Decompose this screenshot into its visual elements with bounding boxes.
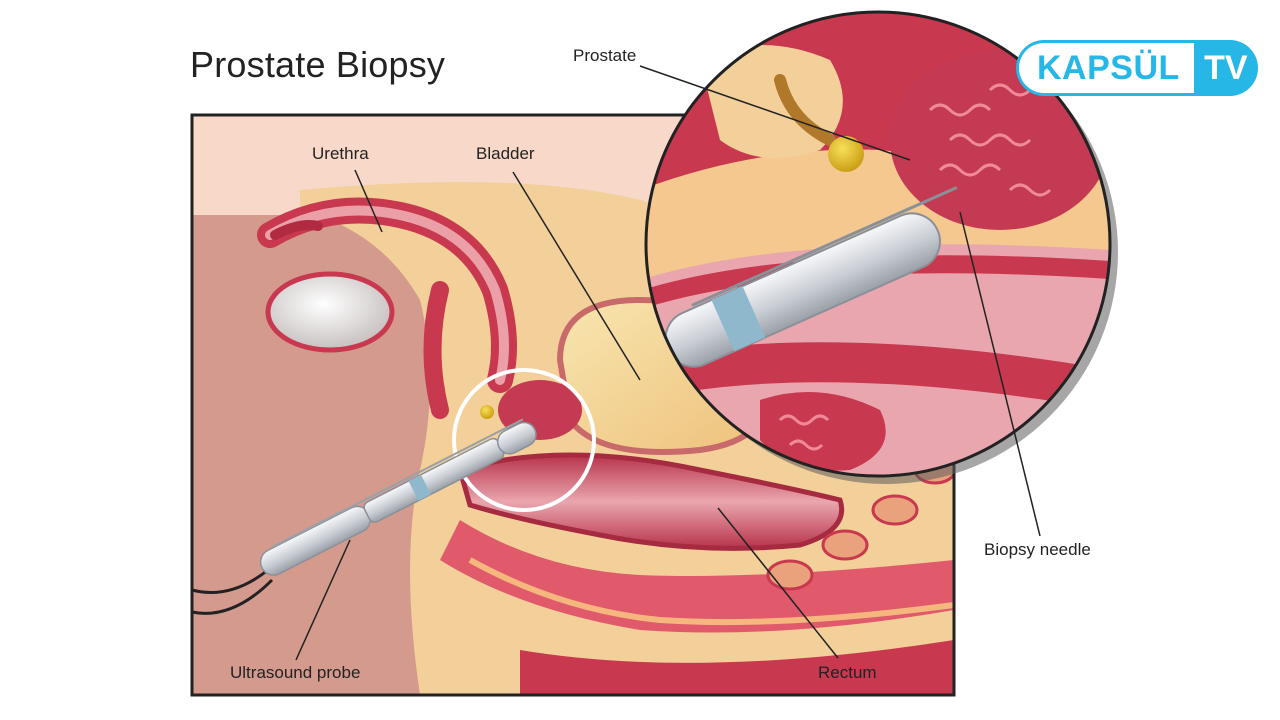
pubic-bone (265, 271, 395, 353)
label-ultrasound-probe: Ultrasound probe (230, 663, 361, 682)
logo-word: KAPSÜL (1016, 40, 1194, 96)
rectum-shape (456, 452, 844, 551)
label-urethra: Urethra (312, 144, 369, 163)
label-biopsy-needle: Biopsy needle (984, 540, 1091, 559)
page-title: Prostate Biopsy (190, 44, 446, 85)
logo-tv: TV (1193, 40, 1258, 96)
label-rectum: Rectum (818, 663, 877, 682)
focus-circle (452, 368, 596, 512)
channel-logo: KAPSÜL TV (1016, 40, 1258, 96)
ultrasound-probe (191, 418, 537, 615)
label-bladder: Bladder (476, 144, 535, 163)
leader-lines (295, 65, 1041, 661)
label-prostate: Prostate (573, 46, 637, 65)
seminal-gland (480, 405, 494, 419)
seminal-gland-magnified (828, 136, 864, 172)
